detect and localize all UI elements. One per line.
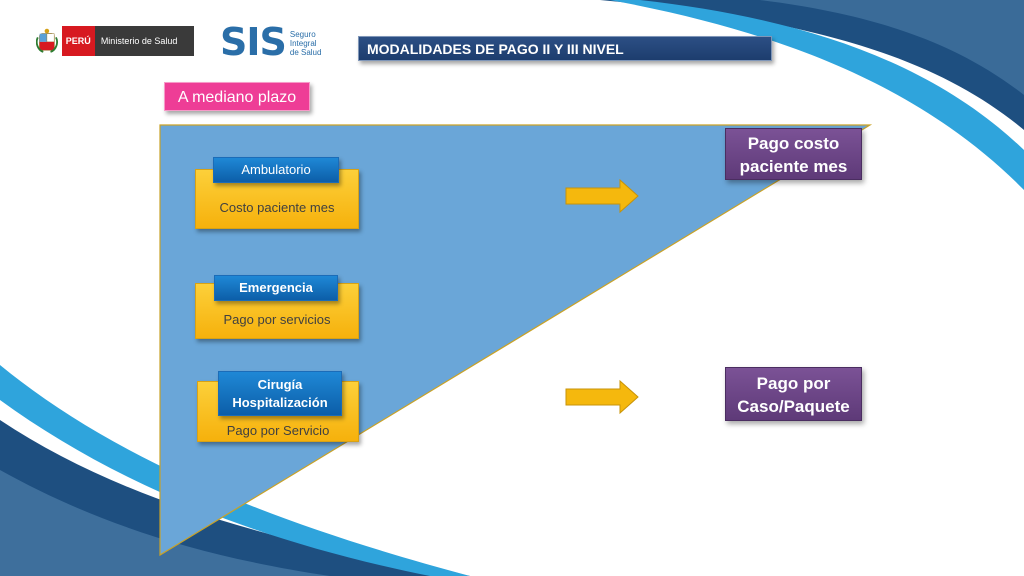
sis-subtitle: Seguro Integral de Salud bbox=[290, 30, 322, 57]
ministry-label: Ministerio de Salud bbox=[94, 26, 194, 56]
arrow-right-icon bbox=[565, 379, 639, 415]
cirugia-detail: Pago por Servicio bbox=[226, 423, 330, 438]
page-title: MODALIDADES DE PAGO II Y III NIVEL bbox=[358, 36, 772, 61]
result-box-pago-costo: Pago costo paciente mes bbox=[725, 128, 862, 180]
swoosh-top-grey bbox=[760, 0, 1024, 95]
sis-sub-line: Seguro bbox=[289, 29, 316, 39]
peru-label: PERÚ bbox=[61, 26, 95, 56]
sis-logo: SIS Seguro Integral de Salud bbox=[220, 22, 340, 62]
result-box-pago-caso: Pago por Caso/Paquete bbox=[725, 367, 862, 421]
arrow-right-icon bbox=[565, 178, 639, 214]
sis-wordmark: SIS bbox=[220, 20, 287, 64]
result-line: Pago costo bbox=[747, 134, 840, 153]
ministry-logo: PERÚ Ministerio de Salud bbox=[36, 26, 194, 56]
sis-sub-line: de Salud bbox=[289, 47, 322, 57]
peru-crest-icon bbox=[36, 28, 58, 53]
swoosh-bottom-grey bbox=[0, 470, 330, 576]
triangle-panel bbox=[159, 124, 873, 557]
cirugia-heading-line: Cirugía bbox=[257, 377, 303, 392]
cirugia-heading-line: Hospitalización bbox=[232, 395, 328, 410]
emergencia-heading: Emergencia bbox=[214, 275, 338, 301]
cirugia-heading: Cirugía Hospitalización bbox=[218, 371, 342, 416]
result-line: paciente mes bbox=[739, 157, 848, 176]
ambulatorio-detail: Costo paciente mes bbox=[219, 200, 335, 215]
term-tag: A mediano plazo bbox=[164, 82, 310, 111]
result-line: Pago por bbox=[756, 374, 831, 393]
sis-sub-line: Integral bbox=[289, 38, 317, 48]
result-line: Caso/Paquete bbox=[737, 397, 850, 416]
ambulatorio-heading: Ambulatorio bbox=[213, 157, 339, 183]
swoosh-top-light bbox=[610, 0, 1024, 190]
emergencia-detail: Pago por servicios bbox=[223, 312, 331, 327]
